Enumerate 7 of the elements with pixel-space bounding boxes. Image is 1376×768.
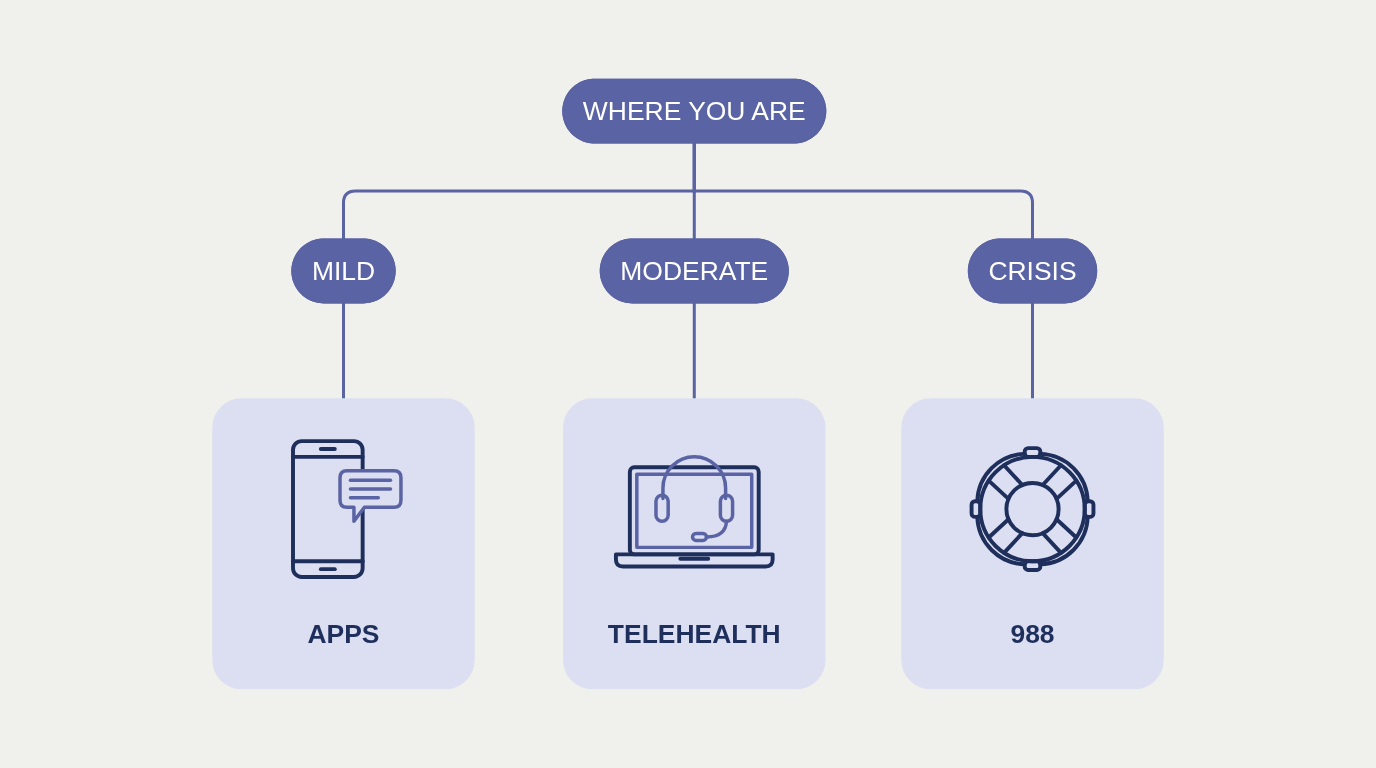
connector — [692, 142, 1034, 240]
node-box: APPS — [212, 398, 475, 690]
node-box: TELEHEALTH — [563, 398, 826, 690]
node-box: 988 — [901, 398, 1164, 690]
connector — [692, 302, 696, 399]
connector — [1031, 302, 1034, 399]
connector — [342, 302, 345, 399]
